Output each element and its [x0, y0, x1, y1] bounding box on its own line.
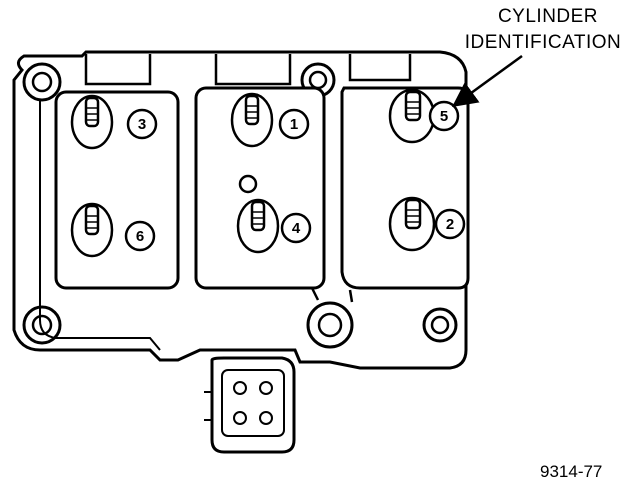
coil-housing-outline: [12, 50, 468, 370]
callout-label-line-1: CYLINDER: [497, 6, 599, 27]
center-locator-boss: [238, 174, 258, 194]
cylinder-number-1: 1: [290, 116, 298, 133]
cylinder-label-5: 5: [428, 100, 460, 132]
callout-label-line-2: IDENTIFICATION: [464, 32, 622, 53]
tower-cylinder-2: [388, 196, 436, 252]
top-boss-left: [84, 54, 152, 86]
tower-cylinder-3: [70, 94, 114, 150]
mounting-hole-bottom-left: [22, 305, 62, 345]
cylinder-label-3: 3: [126, 108, 158, 140]
cylinder-number-6: 6: [136, 228, 144, 245]
cylinder-label-1: 1: [278, 108, 310, 140]
cylinder-number-3: 3: [138, 116, 146, 133]
top-boss-right: [348, 54, 412, 82]
tower-cylinder-1: [230, 92, 274, 148]
tower-cylinder-4: [236, 198, 280, 254]
tower-cylinder-6: [70, 202, 114, 258]
mounting-hole-bottom-right: [422, 307, 458, 343]
connector-pin: [259, 411, 273, 425]
cylinder-number-5: 5: [440, 108, 448, 125]
callout-leader-arrow: [451, 54, 523, 107]
top-boss-middle: [214, 54, 292, 86]
mounting-hole-bottom-middle: [306, 301, 354, 349]
coil-block-neck: [310, 287, 354, 303]
cylinder-label-4: 4: [280, 212, 312, 244]
connector-pin: [259, 381, 273, 395]
mounting-hole-top-left: [22, 62, 62, 102]
cylinder-number-4: 4: [292, 220, 301, 237]
cylinder-label-2: 2: [434, 208, 466, 240]
cylinder-label-6: 6: [124, 220, 156, 252]
connector-pin: [233, 411, 247, 425]
electrical-connector: [204, 356, 296, 454]
connector-pin: [233, 381, 247, 395]
figure-number: 9314-77: [540, 462, 603, 481]
cylinder-number-2: 2: [446, 216, 454, 233]
tower-cylinder-5: [388, 88, 436, 144]
